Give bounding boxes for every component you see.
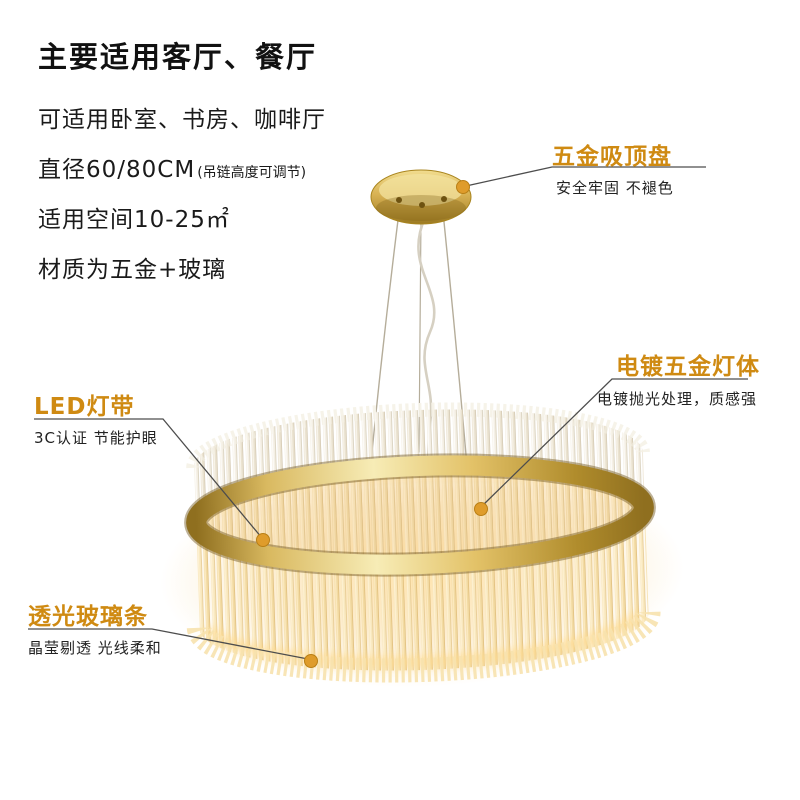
callout-line-glass-strips bbox=[28, 628, 309, 660]
canopy-screw bbox=[441, 196, 447, 202]
canopy-screw bbox=[396, 197, 402, 203]
diameter-value: 直径60/80CM bbox=[38, 157, 196, 183]
callout-desc-lamp-body: 电镀抛光处理，质感强 bbox=[597, 390, 758, 408]
callout-desc-ceiling-plate: 安全牢固 不褪色 bbox=[556, 179, 674, 197]
callout-line-led-strip bbox=[34, 418, 263, 539]
callout-title-ceiling-plate: 五金吸顶盘 bbox=[552, 144, 672, 170]
callout-dot-led-strip bbox=[256, 533, 270, 547]
callout-desc-glass-strips: 晶莹剔透 光线柔和 bbox=[28, 639, 162, 657]
diameter-note: (吊链高度可调节) bbox=[197, 165, 307, 181]
interior-warm-tint bbox=[199, 467, 641, 563]
callout-title-glass-strips: 透光玻璃条 bbox=[28, 604, 148, 630]
callout-desc-led-strip: 3C认证 节能护眼 bbox=[34, 429, 158, 447]
metal-band bbox=[186, 455, 654, 575]
info-diameter: 直径60/80CM(吊链高度可调节) bbox=[38, 150, 398, 184]
info-rooms: 可适用卧室、书房、咖啡厅 bbox=[38, 107, 326, 133]
chandelier-body bbox=[160, 402, 684, 688]
info-space: 适用空间10-25㎡ bbox=[38, 207, 230, 233]
headline: 主要适用客厅、餐厅 bbox=[38, 40, 318, 74]
callout-line-lamp-body bbox=[480, 378, 748, 508]
canopy-screw bbox=[419, 202, 425, 208]
callout-title-lamp-body: 电镀五金灯体 bbox=[616, 354, 760, 380]
callout-title-led-strip: LED灯带 bbox=[34, 394, 135, 420]
callout-dot-glass-strips bbox=[304, 654, 318, 668]
info-material: 材质为五金+玻璃 bbox=[38, 257, 227, 283]
product-info-block: 主要适用客厅、餐厅 可适用卧室、书房、咖啡厅 直径60/80CM(吊链高度可调节… bbox=[38, 34, 398, 300]
callout-connectors bbox=[28, 166, 748, 668]
callout-line-ceiling-plate bbox=[465, 166, 706, 187]
callout-dot-ceiling-plate bbox=[456, 180, 470, 194]
callout-dot-lamp-body bbox=[474, 502, 488, 516]
ceiling-canopy bbox=[370, 169, 472, 225]
crystal-rods-upper-front bbox=[193, 409, 645, 566]
